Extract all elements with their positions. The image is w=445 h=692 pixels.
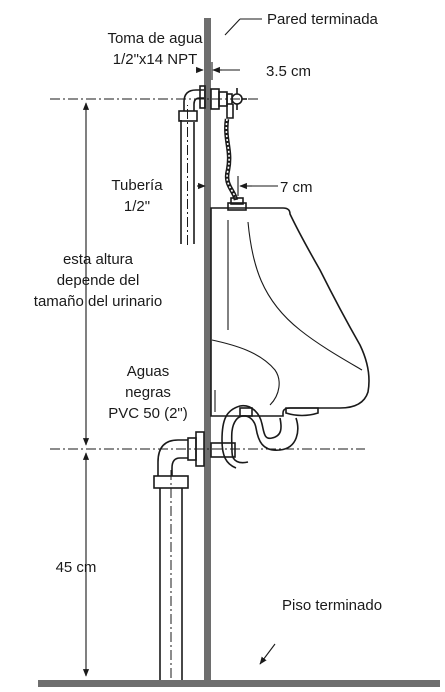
label-drain-1: Aguas [127,363,170,380]
label-height-45: 45 cm [56,559,97,576]
finished-wall [204,18,211,683]
offset-7-dimension [197,176,278,196]
label-offset-3-5: 3.5 cm [266,63,311,80]
wall-pointer [224,18,262,36]
label-finished-floor: Piso terminado [282,597,382,614]
urinal-body [210,202,370,417]
finished-floor-slab [38,680,440,687]
label-offset-7: 7 cm [280,179,313,196]
floor-pointer [259,643,276,665]
label-finished-wall: Pared terminada [267,11,379,28]
flex-supply-tube [224,118,244,205]
label-height-note-1: esta altura [63,251,134,268]
label-water-inlet-1: Toma de agua [107,30,203,47]
urinal-trap [210,404,299,469]
label-pipe-1: Tubería [111,177,163,194]
offset-3-5-dimension [196,62,240,80]
drain-pipe [153,431,205,680]
label-drain-3: PVC 50 (2") [108,405,188,422]
label-pipe-2: 1/2" [124,198,150,215]
label-water-inlet-2: 1/2"x14 NPT [113,51,198,68]
water-supply-pipe [178,85,206,245]
label-height-note-3: tamaño del urinario [34,293,162,310]
label-drain-2: negras [125,384,171,401]
label-height-note-2: depende del [57,272,140,289]
water-inlet-valve [210,88,247,119]
